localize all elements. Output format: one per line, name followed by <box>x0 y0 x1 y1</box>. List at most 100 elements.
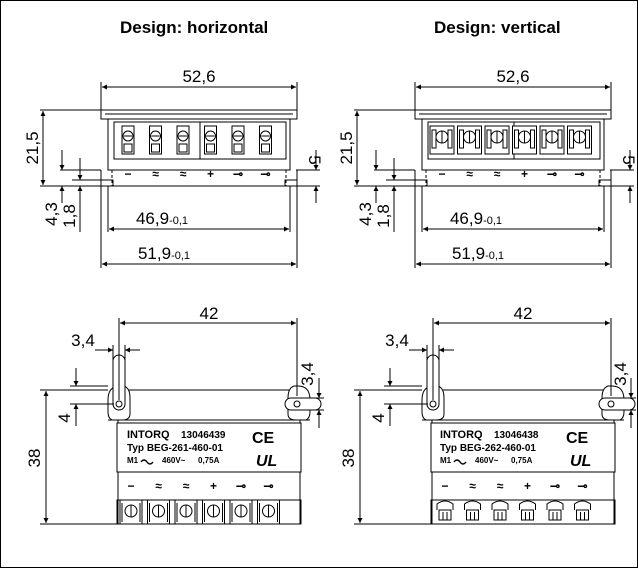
dim-hole-offset-left: 4 <box>55 413 74 422</box>
terminal-clamp <box>546 500 564 521</box>
terminal-symbol: ≈ <box>466 167 473 181</box>
terminal-symbol: ⊸ <box>263 479 273 493</box>
terminal-screw <box>484 125 510 155</box>
terminal-symbol: + <box>524 479 531 493</box>
dim-overall-width-left: 52,6 <box>182 67 215 86</box>
terminal-symbol: ⊸ <box>577 479 587 493</box>
brand-intorq-left: INTORQ <box>127 429 170 441</box>
terminal-symbol: ⊸ <box>547 167 557 181</box>
terminal-screw <box>567 125 592 155</box>
dimensions-top-left <box>40 82 320 268</box>
wave-icon-right <box>453 459 467 465</box>
terminal-symbols-plan-left: −≈≈+⊸⊸ <box>127 479 273 493</box>
serial-right: 13046438 <box>494 430 539 441</box>
dim-body-height-left: 38 <box>25 449 44 468</box>
terminal-screw <box>539 125 565 155</box>
nameplate-left: INTORQ 13046439 Typ BEG-261-460-01 M1 46… <box>127 429 277 470</box>
terminal-symbol: ≈ <box>469 479 476 493</box>
brand-intorq-right: INTORQ <box>440 429 483 441</box>
dim-height-right: 21,5 <box>337 131 356 164</box>
dimensions-bottom-right <box>354 318 636 525</box>
type-left: Typ BEG-261-460-01 <box>127 443 223 454</box>
terminal-symbol: ⊸ <box>233 167 243 181</box>
side-view-vertical <box>399 109 627 187</box>
ul-mark-icon-left: UL <box>256 453 277 470</box>
terminal-symbol: − <box>441 479 448 493</box>
side-view-horizontal <box>85 109 313 187</box>
terminal-symbol: + <box>210 479 217 493</box>
dim-hole-diameter-right-side-left: 3,4 <box>298 362 317 386</box>
terminal-symbol: ⊸ <box>236 479 246 493</box>
terminal-symbol: ≈ <box>180 167 187 181</box>
dim-base-width-right: 51,9-0,1 <box>452 244 504 263</box>
terminal-screw <box>204 125 217 155</box>
terminal-symbol: ≈ <box>155 479 162 493</box>
dim-hole-diameter-right-side-right: 3,4 <box>611 362 630 386</box>
dim-inner-width-right: 46,9-0,1 <box>450 209 502 228</box>
voltage-left: 460V~ <box>162 456 186 465</box>
dim-terminal-offset-right: 5 <box>619 155 638 164</box>
type-right: Typ BEG-262-460-01 <box>440 443 536 454</box>
terminal-clamp <box>574 500 591 521</box>
dim-foot-thickness-right: 1,8 <box>374 204 393 228</box>
terminal-symbols-horizontal: − ≈ ≈ + ⊸ ⊸ <box>124 167 270 181</box>
dim-terminal-offset-left: 5 <box>305 155 324 164</box>
dim-foot-height-right: 4,3 <box>356 202 375 226</box>
dim-hole-spacing-left: 42 <box>200 304 219 323</box>
terminal-symbol: ⊸ <box>574 167 584 181</box>
terminal-symbols-plan-right: − ≈ ≈ + ⊸ ⊸ <box>441 479 587 493</box>
terminal-clamp <box>519 500 536 521</box>
terminal-screw <box>121 125 135 155</box>
terminal-clamp <box>436 500 454 521</box>
dim-hole-diameter-left: 3,4 <box>71 331 95 350</box>
voltage-right: 460V~ <box>475 456 499 465</box>
dim-foot-height-left: 4,3 <box>42 202 61 226</box>
dimensions-top-right <box>354 82 634 268</box>
nameplate-right: INTORQ 13046438 Typ BEG-262-460-01 M1 46… <box>440 429 591 470</box>
header-horizontal: Design: horizontal <box>120 18 269 37</box>
plan-view-vertical <box>421 354 636 525</box>
dimensions-bottom-left <box>40 318 324 525</box>
terminal-symbol: ≈ <box>497 479 504 493</box>
dim-height-left: 21,5 <box>23 131 42 164</box>
svg-text:UL: UL <box>256 453 277 470</box>
plan-view-horizontal <box>107 354 322 525</box>
terminal-symbol: ≈ <box>152 167 159 181</box>
terminal-clamp <box>147 499 170 525</box>
terminal-screw <box>149 125 162 155</box>
terminal-symbol: − <box>124 167 131 181</box>
terminal-symbols-vertical: −≈≈+⊸⊸ <box>438 167 584 181</box>
m1-right: M1 <box>440 456 452 465</box>
dim-overall-width-right: 52,6 <box>496 67 529 86</box>
terminal-symbol: ⊸ <box>260 167 270 181</box>
terminal-clamp <box>464 500 481 521</box>
terminal-screw <box>512 125 537 155</box>
ce-mark-left: CE <box>252 430 275 447</box>
ul-mark-icon-right: UL <box>570 453 591 470</box>
terminal-screw <box>457 125 482 155</box>
terminal-symbol: + <box>207 167 214 181</box>
terminal-clamp <box>491 500 509 521</box>
current-right: 0,75A <box>511 456 533 465</box>
current-left: 0,75A <box>198 456 220 465</box>
wave-icon-left <box>140 459 154 465</box>
terminal-symbol: − <box>438 167 445 181</box>
dim-inner-width-left: 46,9-0,1 <box>136 209 188 228</box>
terminal-clamp <box>119 499 143 525</box>
dim-hole-spacing-right: 42 <box>514 304 533 323</box>
serial-left: 13046439 <box>181 430 226 441</box>
terminal-clamp <box>229 499 253 525</box>
m1-left: M1 <box>127 456 139 465</box>
terminal-symbol: ⊸ <box>550 479 560 493</box>
dim-hole-offset-right: 4 <box>369 413 388 422</box>
svg-text:UL: UL <box>570 453 591 470</box>
dim-foot-thickness-left: 1,8 <box>60 204 79 228</box>
dim-hole-diameter-right: 3,4 <box>385 331 409 350</box>
terminal-screw <box>231 125 245 155</box>
header-vertical: Design: vertical <box>434 18 561 37</box>
terminal-clamp <box>202 499 225 525</box>
terminal-screw <box>176 125 190 155</box>
terminal-clamp <box>174 499 198 525</box>
terminal-clamp <box>257 499 280 525</box>
